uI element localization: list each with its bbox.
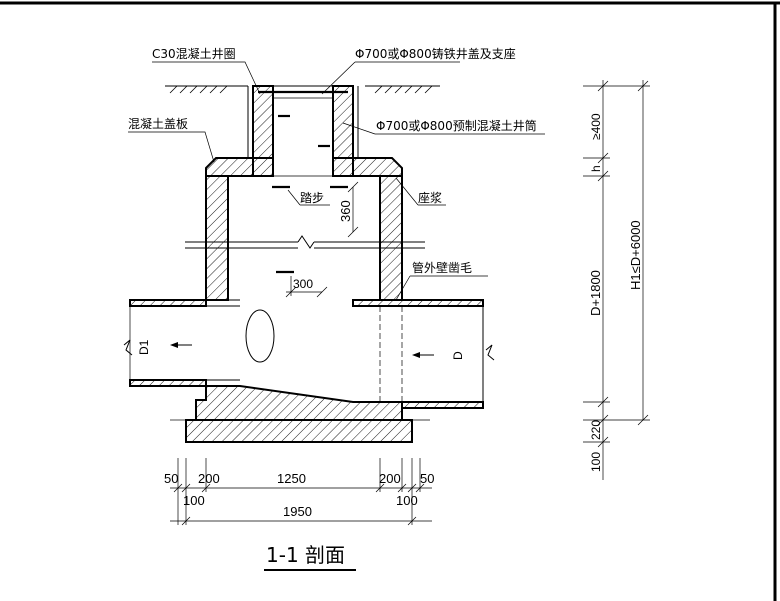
dim-50-right: 50: [420, 471, 434, 486]
label-step: 踏步: [300, 191, 324, 205]
dim-50-left: 50: [164, 471, 178, 486]
dim-360: 360: [338, 200, 353, 222]
dim-100-right: 100: [396, 493, 418, 508]
outlet-pipe: [352, 299, 484, 409]
dim-1950: 1950: [283, 504, 312, 519]
label-cover: Φ700或Φ800铸铁井盖及支座: [355, 46, 516, 61]
vdim-100: 100: [589, 452, 603, 472]
vdim-h1: H1≤D+6000: [628, 220, 643, 290]
label-mortar: 座浆: [418, 190, 442, 205]
inlet-pipe: [129, 299, 240, 387]
label-c30-ring: C30混凝土井圈: [152, 46, 236, 61]
dim-200-right: 200: [379, 471, 401, 486]
vdim-400: ≥400: [589, 113, 603, 140]
cast-iron-cover: [272, 85, 334, 99]
pipe-label-d: D: [451, 351, 465, 360]
pipe-opening-ellipse: [245, 309, 275, 363]
vdim-220: 220: [589, 420, 603, 440]
pipe-label-d1: D1: [137, 339, 151, 355]
section-title: 1-1 剖面: [266, 543, 345, 567]
foundation: [170, 385, 430, 443]
internal-dims: [285, 181, 359, 298]
leaders: [128, 61, 545, 301]
dim-1250: 1250: [277, 471, 306, 486]
vdim-h: h: [589, 165, 603, 172]
flow-arrows: [170, 342, 434, 358]
dim-100-left: 100: [183, 493, 205, 508]
label-slab: 混凝土盖板: [128, 116, 188, 131]
vertical-dims: [583, 80, 650, 480]
bottom-dims: [170, 458, 432, 526]
label-shaft: Φ700或Φ800预制混凝土井筒: [376, 118, 537, 133]
c30-ring: [247, 85, 359, 159]
dim-200-left: 200: [198, 471, 220, 486]
label-roughen: 管外壁凿毛: [412, 260, 472, 275]
dim-300: 300: [293, 277, 313, 291]
chamber-walls: [205, 175, 403, 301]
ground-surface: [165, 85, 440, 94]
vdim-d1800: D+1800: [588, 270, 603, 316]
pipe-break-marks: [123, 339, 495, 361]
break-line: [185, 235, 425, 249]
step-rungs: [272, 114, 348, 274]
concrete-cover-slab: [205, 157, 403, 177]
